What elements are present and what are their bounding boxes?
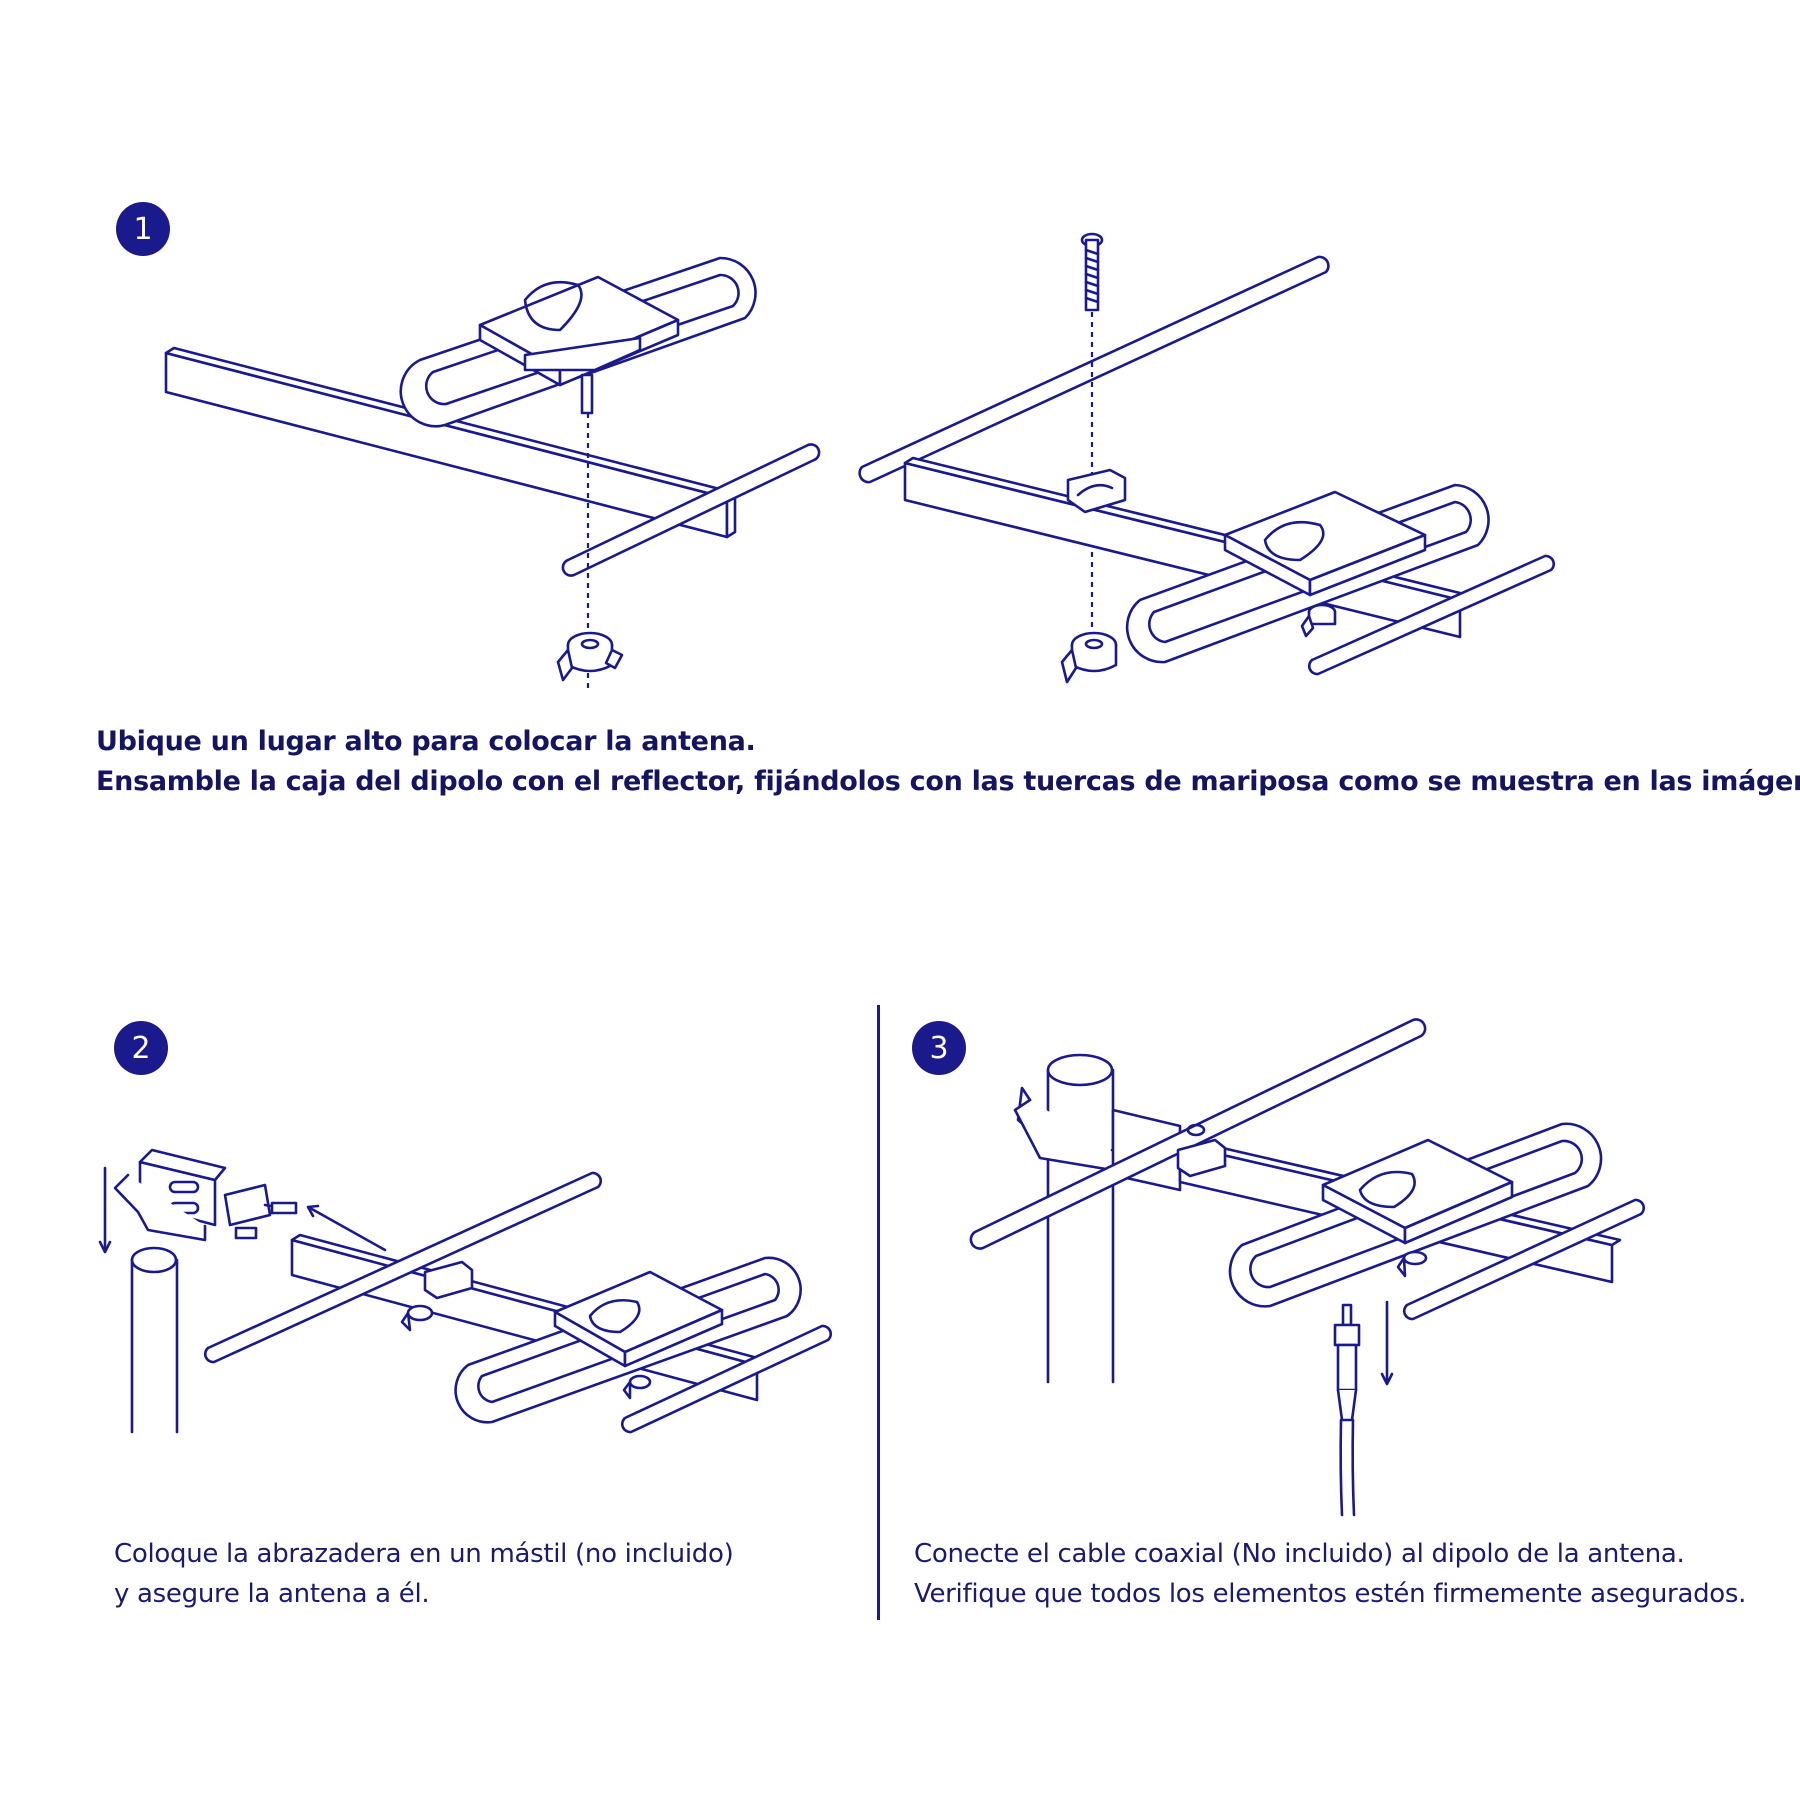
step-1-number: 1 (133, 211, 153, 247)
dipole-box-icon (1225, 492, 1425, 595)
step-1-line-2: Ensamble la caja del dipolo con el refle… (96, 766, 1800, 797)
step-2-line-1: Coloque la abrazadera en un mástil (no i… (114, 1539, 734, 1569)
coaxial-connector-icon (1335, 1305, 1359, 1515)
step-1-line-1: Ubique un lugar alto para colocar la ant… (96, 726, 756, 757)
step-1-left-figure (166, 258, 819, 690)
step-3-line-2: Verifique que todos los elementos estén … (914, 1579, 1747, 1609)
wing-nut-icon (558, 633, 622, 680)
step-2-number: 2 (131, 1030, 151, 1066)
step-3-number: 3 (929, 1030, 949, 1066)
step-2-badge: 2 (114, 1021, 168, 1075)
step-1-right-figure (860, 234, 1554, 682)
arrow-icon (308, 1206, 385, 1250)
step-1-badge: 1 (116, 202, 170, 256)
step-3-line-1: Conecte el cable coaxial (No incluido) a… (914, 1539, 1685, 1569)
step-2-instructions: Coloque la abrazadera en un mástil (no i… (114, 1534, 734, 1614)
wing-nut-icon (1062, 633, 1116, 682)
bolt-icon (1082, 234, 1102, 310)
arrow-icon (1382, 1302, 1392, 1384)
column-divider (877, 1005, 880, 1620)
step-3-badge: 3 (912, 1021, 966, 1075)
arrow-icon (100, 1168, 110, 1252)
mast-clamp-icon (115, 1150, 296, 1240)
step-2-figure (100, 1150, 831, 1432)
step-1-instructions: Ubique un lugar alto para colocar la ant… (96, 722, 1800, 802)
step-2-line-2: y asegure la antena a él. (114, 1579, 430, 1609)
step-3-figure (971, 1019, 1644, 1515)
wing-nut-icon (1302, 605, 1335, 636)
step-3-instructions: Conecte el cable coaxial (No incluido) a… (914, 1534, 1746, 1614)
